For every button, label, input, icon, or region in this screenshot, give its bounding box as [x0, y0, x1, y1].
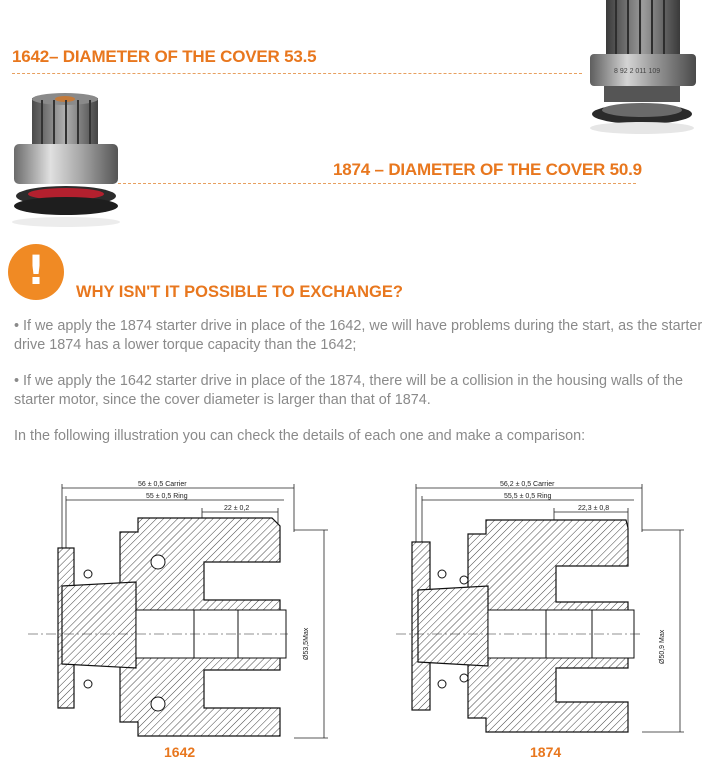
drawing-label-1642: 1642: [164, 744, 196, 760]
photo-1874-engraving: 8 92 2 011 109: [614, 68, 660, 75]
paragraph-2: • If we apply the 1642 starter drive in …: [14, 373, 683, 408]
headline-1874: 1874 – DIAMETER OF THE COVER 50.9: [333, 160, 642, 179]
dim-carrier: 56 ± 0,5 Carrier: [138, 481, 187, 488]
section-heading: WHY ISN'T IT POSSIBLE TO EXCHANGE?: [76, 283, 403, 301]
dim-ring: 55,5 ± 0,5 Ring: [504, 493, 552, 500]
headline-1642-divider: [12, 73, 582, 74]
dim-depth: 22,3 ± 0,8: [578, 505, 609, 512]
dim-ring: 55 ± 0,5 Ring: [146, 493, 188, 500]
exclamation-icon: !: [26, 248, 46, 294]
dim-diameter: Ø50,9 Max: [659, 629, 666, 664]
headline-1874-divider: [118, 183, 636, 184]
technical-drawing-1642: 56 ± 0,5 Carrier 55 ± 0,5 Ring 22 ± 0,2 …: [28, 481, 328, 739]
dim-depth: 22 ± 0,2: [224, 505, 249, 512]
drawing-label-1874: 1874: [530, 744, 562, 760]
alert-icon: [8, 244, 64, 300]
starter-drive-1874-photo: 8 92 2 011 109: [590, 0, 696, 134]
dim-diameter: Ø53,5Max: [303, 627, 310, 660]
paragraph-1: • If we apply the 1874 starter drive in …: [14, 318, 703, 353]
starter-drive-1642-photo: [12, 93, 120, 227]
dim-carrier: 56,2 ± 0,5 Carrier: [500, 481, 555, 488]
headline-1642: 1642– DIAMETER OF THE COVER 53.5: [12, 47, 317, 66]
technical-drawing-1874: 56,2 ± 0,5 Carrier 55,5 ± 0,5 Ring 22,3 …: [396, 481, 684, 733]
paragraph-3: In the following illustration you can ch…: [14, 428, 586, 444]
